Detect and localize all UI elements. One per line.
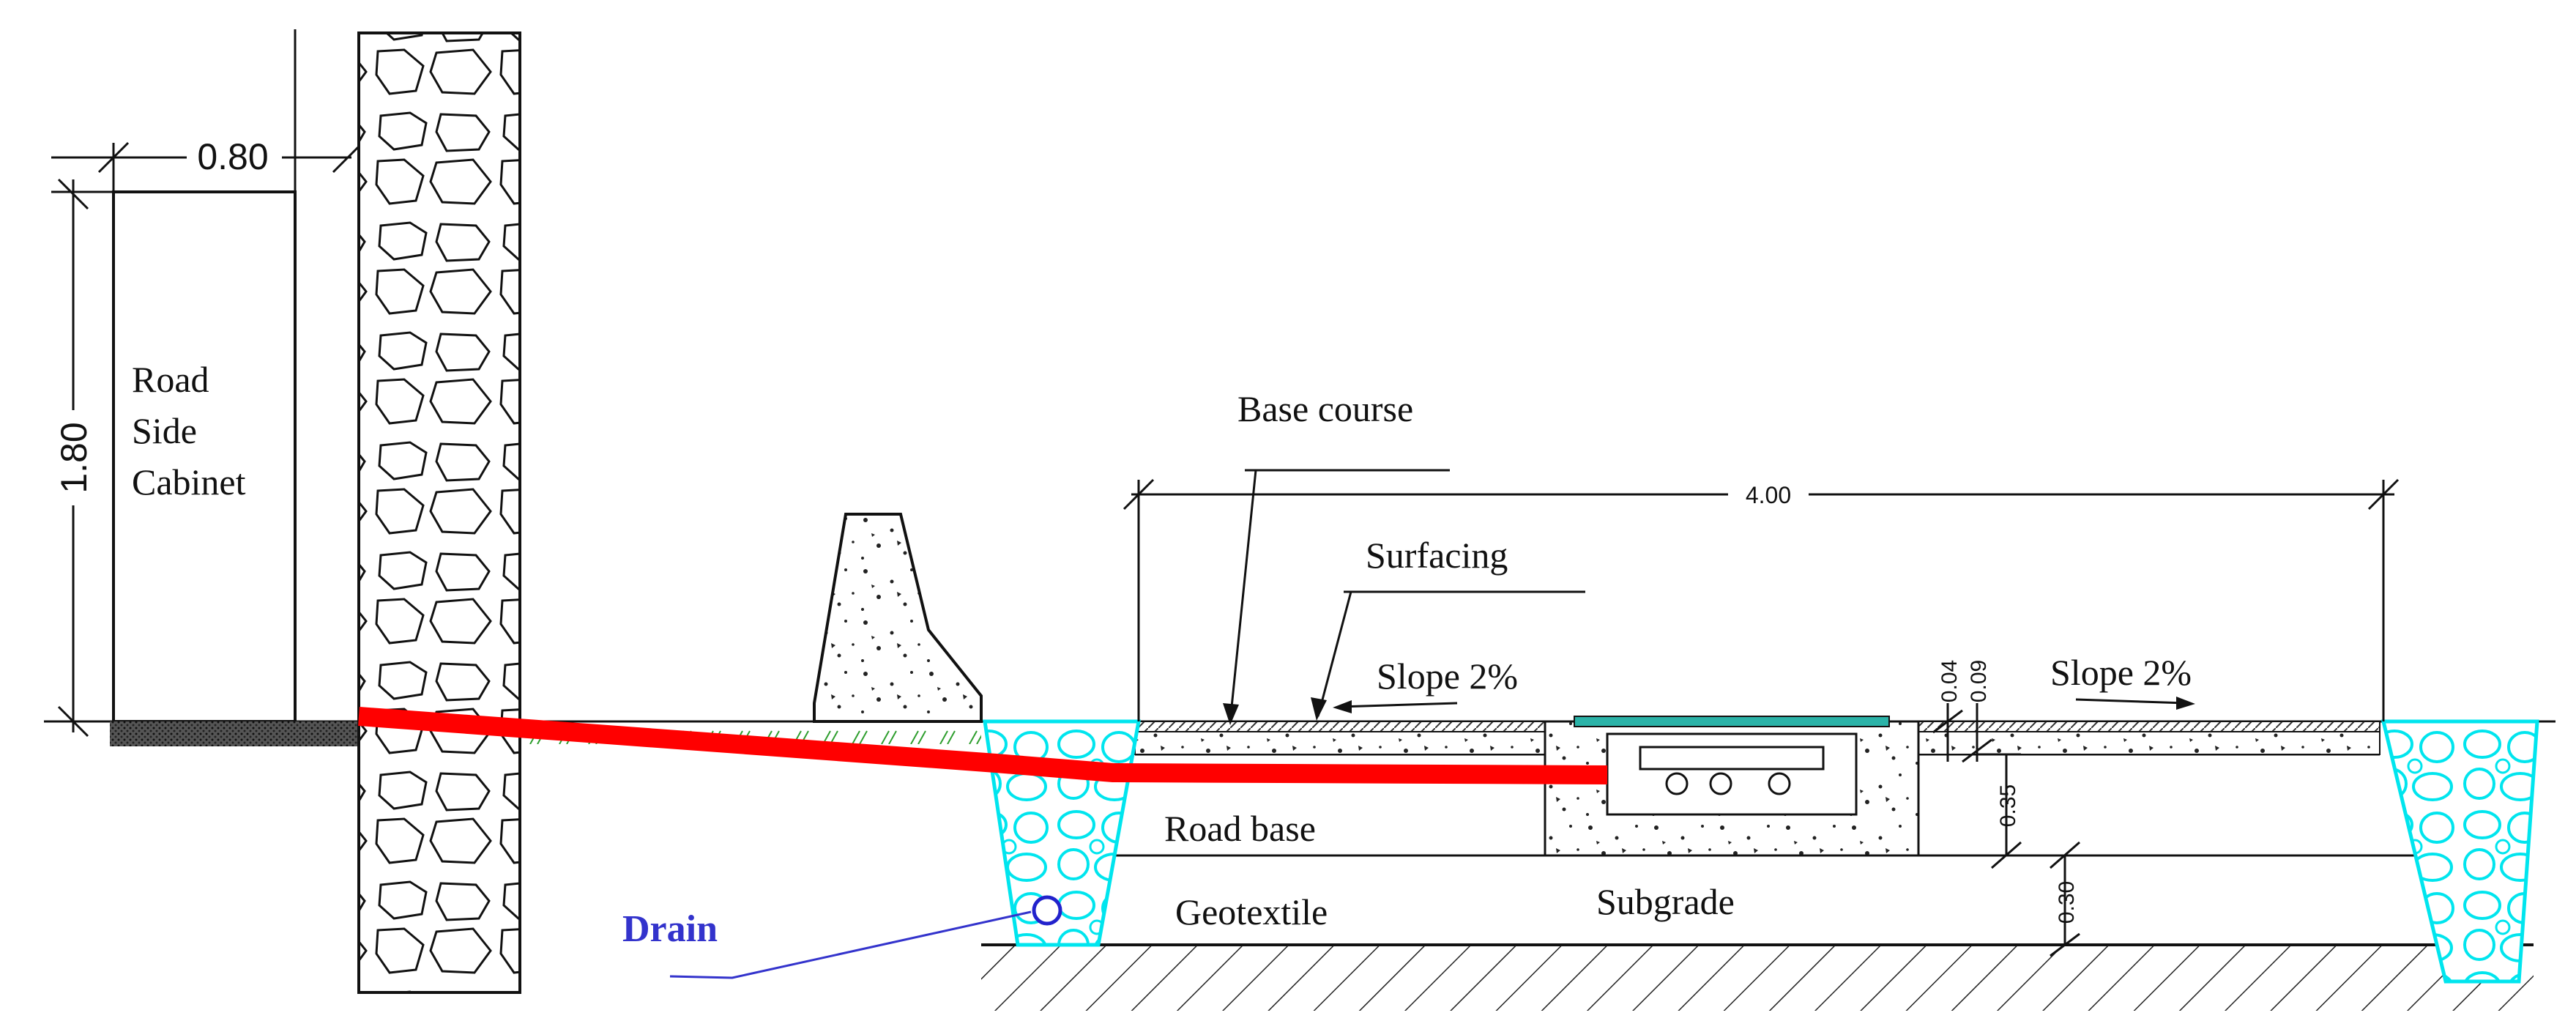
cabinet-height-dimension (51, 178, 113, 738)
road-base-thickness-label: 0.35 (1996, 784, 2020, 827)
base-course-left (1134, 731, 1546, 755)
subgrade-label: Subgrade (1596, 881, 1735, 922)
road-side-cabinet (110, 29, 359, 746)
cable-trench (1544, 716, 1920, 857)
road-width-dimension (1123, 478, 2400, 721)
base-course-thickness-label: 0.09 (1967, 660, 1991, 702)
slope-left-arrow (1333, 700, 1458, 713)
surfacing-right (1918, 721, 2380, 732)
cabinet-height-label: 1.80 (53, 422, 94, 493)
road-width-label: 4.00 (1746, 482, 1791, 508)
surfacing-left (1134, 721, 1546, 732)
surfacing-leader (1311, 590, 1585, 721)
subgrade-thickness-label: 0.30 (2055, 881, 2079, 924)
road-base-label: Road base (1164, 808, 1316, 849)
base-course-label: Base course (1237, 388, 1413, 429)
base-course-leader (1223, 469, 1450, 725)
slope-right-label: Slope 2% (2050, 652, 2192, 693)
drain-pipe (1032, 895, 1062, 926)
layer-thickness-dimensions (1932, 703, 2087, 957)
drain-label: Drain (622, 908, 718, 950)
stone-masonry-wall (357, 31, 521, 994)
cabinet-label-line1: Road (132, 359, 209, 400)
geotextile-label: Geotextile (1175, 891, 1328, 932)
red-cable (358, 707, 1608, 784)
ground-hatch (981, 945, 2534, 1011)
surfacing-thickness-label: 0.04 (1937, 660, 1962, 702)
cabinet-width-dimension (51, 139, 364, 192)
surfacing-label: Surfacing (1366, 535, 1508, 576)
slope-right-arrow (2075, 697, 2195, 710)
drain-leader-line (669, 910, 1032, 979)
cabinet-label-line3: Cabinet (132, 461, 246, 502)
cabinet-width-label: 0.80 (197, 136, 268, 177)
cabinet-label-line2: Side (132, 410, 197, 451)
slope-left-label: Slope 2% (1377, 656, 1518, 697)
gravel-drain-right (2380, 719, 2539, 984)
concrete-barrier (813, 513, 983, 723)
